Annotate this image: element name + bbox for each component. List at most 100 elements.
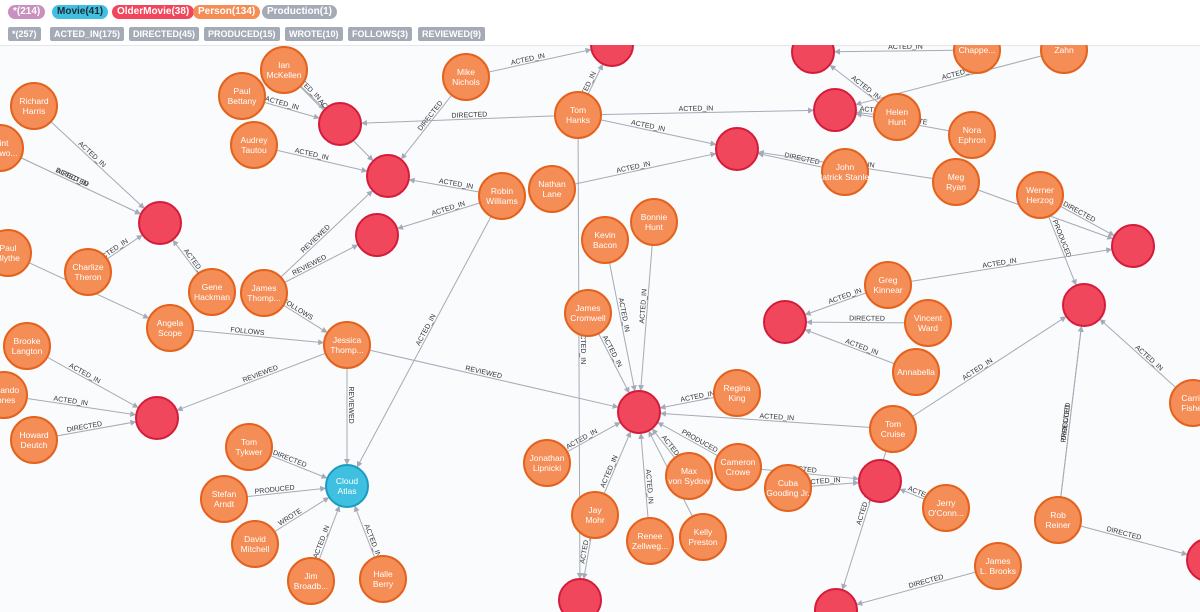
relationship-pill[interactable]: *(257)	[8, 27, 41, 41]
relationship-edge[interactable]	[887, 247, 1113, 286]
label-pill[interactable]: OlderMovie(38)	[112, 5, 195, 19]
label-pill[interactable]: Person(134)	[193, 5, 261, 19]
relationship-pill[interactable]: PRODUCED(15)	[204, 27, 280, 41]
person-node[interactable]: CarrieFisher	[1169, 379, 1200, 427]
person-node[interactable]: OrlandoJones	[0, 371, 28, 419]
person-node[interactable]: Zahn	[1040, 45, 1088, 74]
older-movie-node[interactable]	[1111, 224, 1155, 268]
older-movie-node[interactable]	[715, 127, 759, 171]
relationship-edge[interactable]	[841, 428, 894, 591]
relationship-edge[interactable]	[169, 327, 325, 346]
person-node[interactable]: Chappe...	[953, 45, 1001, 74]
label-pill[interactable]: Movie(41)	[52, 5, 109, 19]
relationship-edge[interactable]	[1057, 325, 1084, 521]
older-movie-node[interactable]	[814, 588, 858, 612]
label-pill[interactable]: Production(1)	[262, 5, 337, 19]
relationship-edge[interactable]	[346, 344, 619, 409]
older-movie-node[interactable]	[138, 201, 182, 245]
older-movie-node[interactable]	[318, 102, 362, 146]
older-movie-node[interactable]	[366, 154, 410, 198]
relationship-edge[interactable]	[659, 410, 894, 430]
person-node[interactable]: Annabella	[892, 348, 940, 396]
relationship-edge[interactable]	[360, 114, 579, 126]
older-movie-node[interactable]	[813, 88, 857, 132]
older-movie-node[interactable]	[858, 459, 902, 503]
relationship-edge[interactable]	[856, 565, 999, 606]
older-movie-node[interactable]	[1186, 539, 1200, 581]
relationship-edge[interactable]	[263, 190, 374, 294]
relationship-pill[interactable]: ACTED_IN(175)	[50, 27, 125, 41]
person-node[interactable]: PaulBlythe	[0, 229, 32, 277]
person-node[interactable]: ClintEastwo...	[0, 124, 24, 172]
relationship-edge[interactable]	[0, 147, 142, 215]
relationship-edge[interactable]	[176, 344, 348, 412]
relationship-edge[interactable]	[604, 239, 637, 392]
node-caption: Annabella	[897, 367, 935, 377]
relationship-edge[interactable]	[892, 316, 1067, 430]
older-movie-node[interactable]	[558, 578, 602, 612]
relationship-edge[interactable]	[33, 105, 145, 210]
relationship-pill[interactable]: REVIEWED(9)	[418, 27, 486, 41]
older-movie-node[interactable]	[590, 45, 634, 67]
relationship-edge[interactable]	[638, 221, 655, 392]
older-movie-node[interactable]	[135, 396, 179, 440]
relationship-edge[interactable]	[577, 107, 815, 116]
older-movie-node[interactable]	[617, 390, 661, 434]
relationship-pill[interactable]: DIRECTED(45)	[129, 27, 200, 41]
label-pill[interactable]: *(214)	[8, 5, 46, 19]
relationship-pill[interactable]: WROTE(10)	[285, 27, 343, 41]
relationship-pill[interactable]: FOLLOWS(3)	[348, 27, 412, 41]
older-movie-node[interactable]	[355, 213, 399, 257]
node-caption: ClintEastwo...	[0, 138, 17, 158]
relationship-edge[interactable]	[551, 151, 717, 190]
older-movie-node[interactable]	[1062, 283, 1106, 327]
older-movie-node[interactable]	[791, 45, 835, 74]
older-movie-node[interactable]	[763, 300, 807, 344]
relationship-edge[interactable]	[356, 195, 503, 468]
